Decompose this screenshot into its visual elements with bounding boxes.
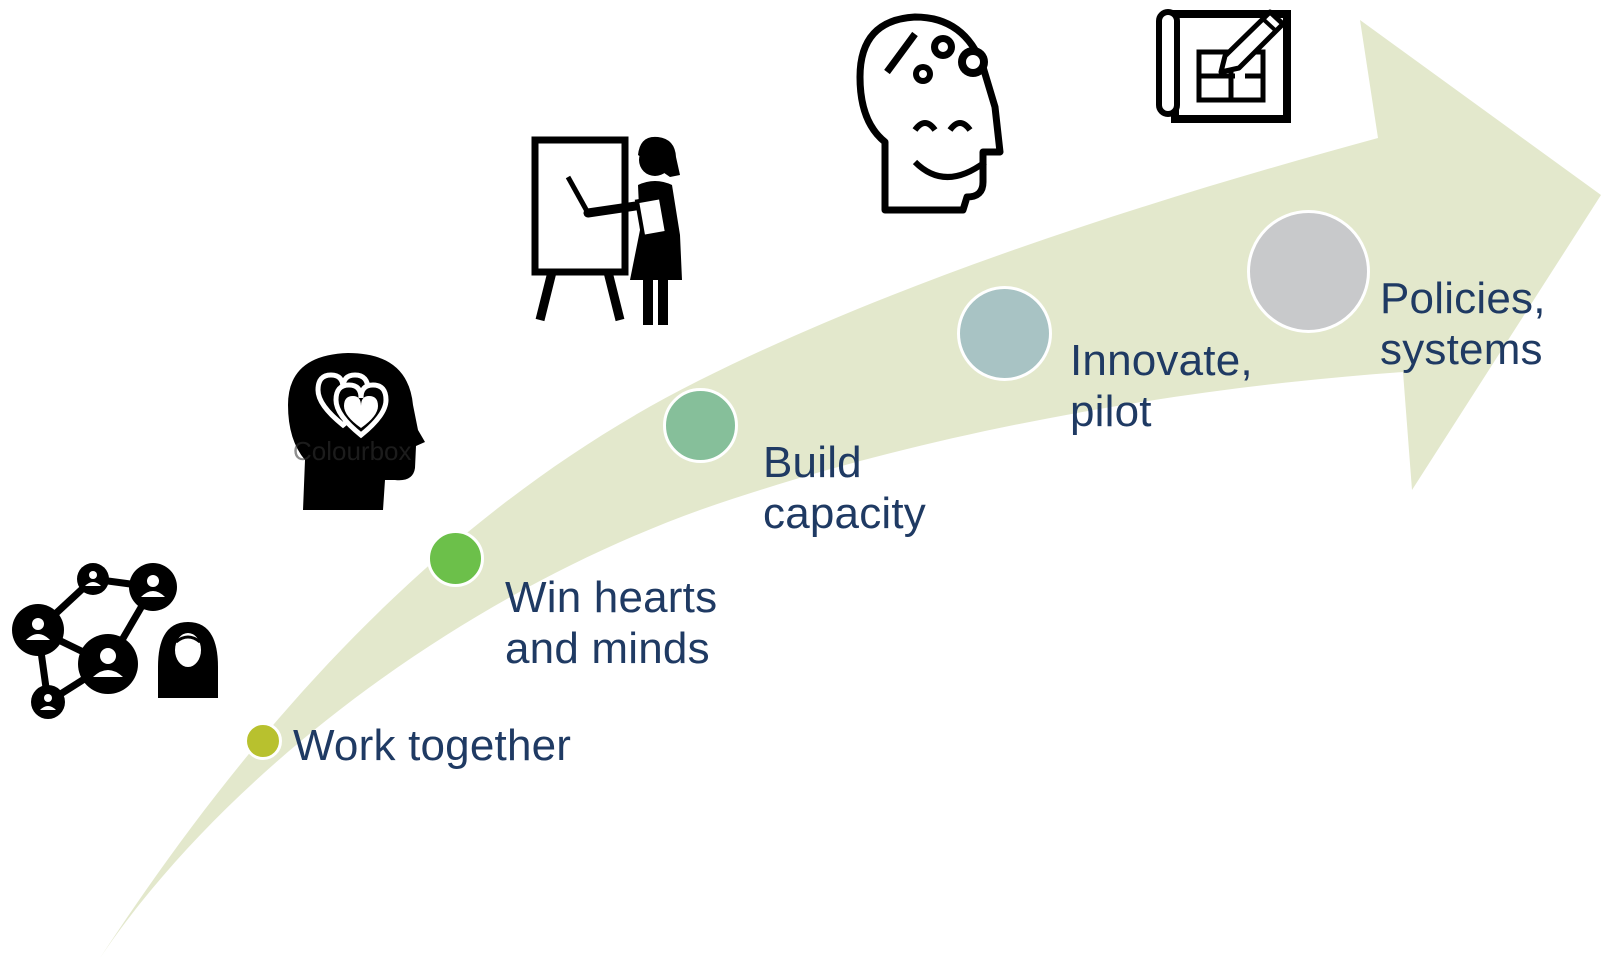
watermark: Colourbox <box>293 436 412 466</box>
head-hearts-icon: Colourbox <box>288 353 425 510</box>
head-gears-icon <box>856 13 1004 214</box>
step-label-policies: Policies, systems <box>1380 274 1546 374</box>
step-label-innovate: Innovate, pilot <box>1070 336 1253 436</box>
presenter-easel-icon <box>531 136 682 325</box>
step-label-win-hearts: Win hearts and minds <box>505 573 718 673</box>
step-label-work-together: Work together <box>293 721 572 770</box>
blueprint-pencil-icon <box>1156 9 1291 123</box>
step-label-build-capacity: Build capacity <box>763 438 927 538</box>
step-dot-policies <box>1247 210 1370 333</box>
step-dot-work-together <box>244 722 282 760</box>
step-dot-innovate <box>957 286 1052 381</box>
step-dot-build-capacity <box>663 388 738 463</box>
network-people-icon <box>12 563 218 719</box>
step-dot-win-hearts <box>427 530 484 587</box>
